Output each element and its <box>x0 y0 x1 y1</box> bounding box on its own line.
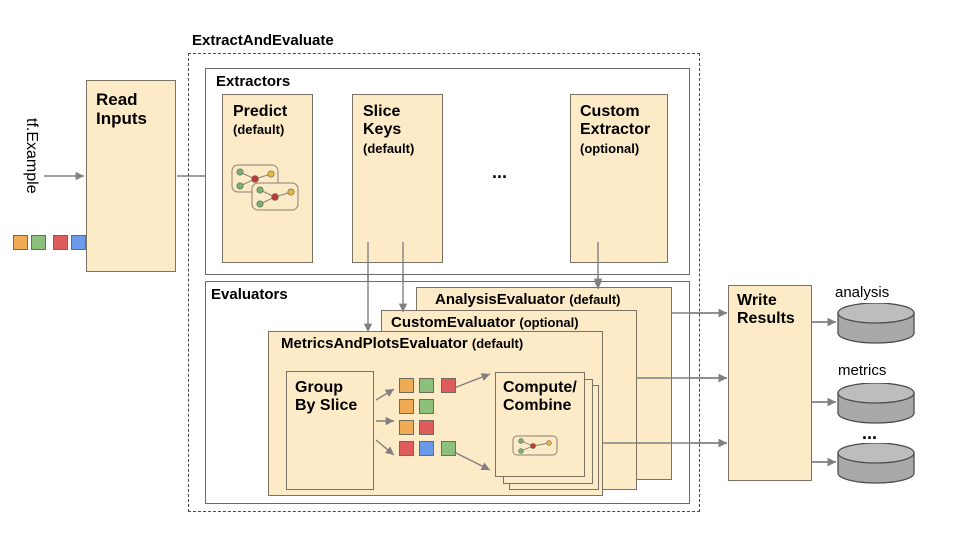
output-analysis-label: analysis <box>835 284 890 301</box>
slice-swatch <box>399 378 414 393</box>
evaluator-custom-label: CustomEvaluator (optional) <box>391 314 579 331</box>
output-metrics-cylinder <box>837 383 915 424</box>
slice-swatch <box>441 441 456 456</box>
output-analysis-cylinder <box>837 303 915 344</box>
slice-swatch <box>419 420 434 435</box>
extractor-predict-qualifier: (default) <box>233 122 285 137</box>
extractor-slice-keys-qualifier: (default) <box>363 141 415 156</box>
slice-swatch <box>419 441 434 456</box>
output-more-cylinder <box>837 443 915 484</box>
swatch-orange <box>13 235 28 250</box>
extractor-custom-label: Custom Extractor <box>580 103 651 138</box>
swatch-blue <box>71 235 86 250</box>
write-results-label: Write Results <box>737 292 795 327</box>
evaluator-metrics-plots-label: MetricsAndPlotsEvaluator (default) <box>281 335 524 352</box>
extractor-predict-label: Predict <box>233 103 288 120</box>
swatch-red <box>53 235 68 250</box>
model-graph-icon <box>231 164 299 211</box>
slice-swatch <box>419 399 434 414</box>
output-more-label: ... <box>862 423 878 443</box>
swatch-green <box>31 235 46 250</box>
extractors-title: Extractors <box>216 73 291 90</box>
slice-swatch <box>399 420 414 435</box>
evaluator-metrics-plots-box[interactable]: MetricsAndPlotsEvaluator (default) Group… <box>268 331 603 496</box>
output-metrics-label: metrics <box>838 362 887 379</box>
write-results-box[interactable]: Write Results <box>728 285 812 481</box>
metric-graph-icon <box>512 435 558 456</box>
extractors-ellipsis: ... <box>492 162 508 182</box>
evaluators-title: Evaluators <box>211 286 288 303</box>
extract-and-evaluate-title: ExtractAndEvaluate <box>192 32 334 49</box>
extractor-slice-keys-box[interactable]: Slice Keys (default) <box>352 94 443 263</box>
evaluator-analysis-label: AnalysisEvaluator (default) <box>435 291 621 308</box>
extractor-custom-box[interactable]: Custom Extractor (optional) <box>570 94 668 263</box>
read-inputs-label: Read Inputs <box>96 90 147 129</box>
compute-combine-label: Compute/ Combine <box>503 379 577 414</box>
extract-and-evaluate-container <box>188 53 700 512</box>
group-by-slice-box[interactable]: Group By Slice <box>286 371 374 490</box>
extractor-predict-box[interactable]: Predict (default) <box>222 94 313 263</box>
compute-combine-box[interactable]: Compute/ Combine <box>495 372 585 477</box>
extractor-custom-qualifier: (optional) <box>580 141 640 156</box>
slice-swatch <box>399 441 414 456</box>
group-by-slice-label: Group By Slice <box>295 379 358 414</box>
extractor-slice-keys-label: Slice Keys <box>363 103 402 138</box>
slice-swatch <box>419 378 434 393</box>
slice-swatch <box>399 399 414 414</box>
input-label: tf.Example <box>23 118 40 194</box>
slice-swatch <box>441 378 456 393</box>
read-inputs-box[interactable]: Read Inputs <box>86 80 176 272</box>
slice-grid <box>399 378 469 468</box>
